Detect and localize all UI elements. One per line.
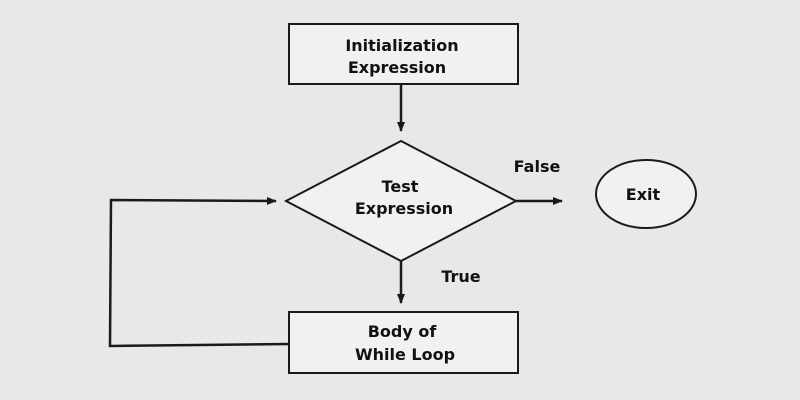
initialization-label-line1: Initialization: [345, 36, 458, 55]
loop-body-node: Body of While Loop: [288, 311, 519, 374]
loop-body-box: [288, 311, 519, 374]
initialization-node: Initialization Expression: [288, 23, 519, 85]
test-expression-label-line2: Expression: [355, 199, 453, 218]
exit-node: Exit: [595, 159, 697, 229]
test-expression-label-line1: Test: [382, 177, 419, 196]
test-expression-node: Test Expression: [283, 139, 519, 263]
loop-body-label-line1: Body of: [368, 322, 438, 341]
exit-label: Exit: [626, 185, 661, 204]
true-branch-label: True: [441, 267, 480, 286]
false-branch-label: False: [514, 157, 561, 176]
initialization-box: [288, 23, 519, 85]
exit-ellipse: [595, 159, 697, 229]
loop-body-label-line2: While Loop: [355, 345, 455, 364]
arrow-loop-back-to-test: [108, 196, 290, 348]
initialization-label-line2: Expression: [348, 58, 446, 77]
